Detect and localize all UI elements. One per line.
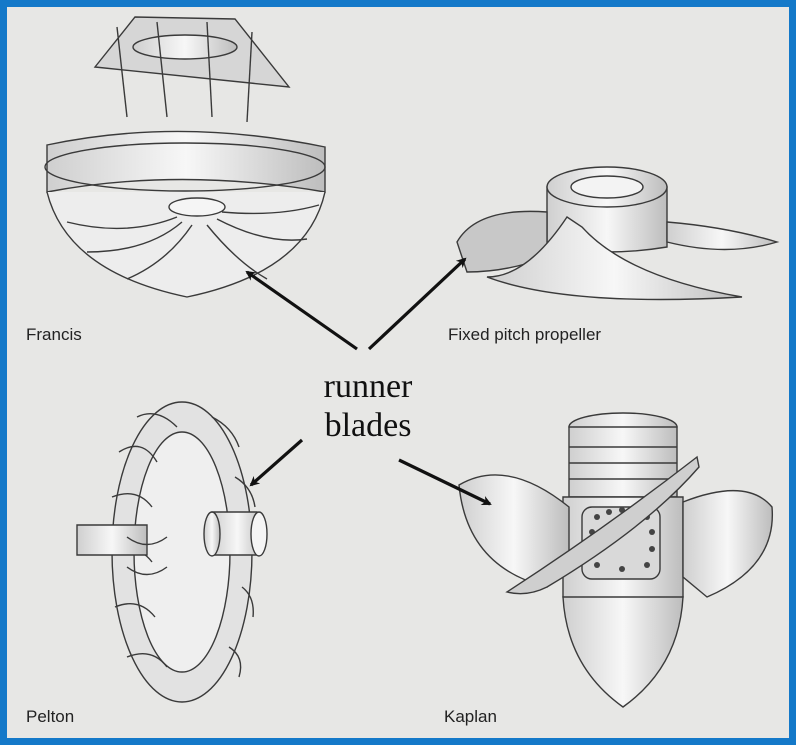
francis-turbine-drawing — [45, 17, 325, 297]
caption-francis: Francis — [26, 325, 82, 345]
runner-blades-label-line-2: blades — [303, 406, 433, 445]
arrow-to-pelton — [251, 440, 302, 485]
arrow-to-francis — [247, 272, 357, 349]
kaplan-turbine-drawing — [459, 413, 772, 707]
fixed-pitch-propeller-drawing — [457, 167, 777, 300]
caption-pelton: Pelton — [26, 707, 74, 727]
runner-blades-label: runner blades — [303, 367, 433, 445]
pelton-wheel-drawing — [77, 402, 267, 702]
caption-fixed-pitch-propeller: Fixed pitch propeller — [448, 325, 601, 345]
runner-blades-label-line-1: runner — [303, 367, 433, 406]
caption-kaplan: Kaplan — [444, 707, 497, 727]
